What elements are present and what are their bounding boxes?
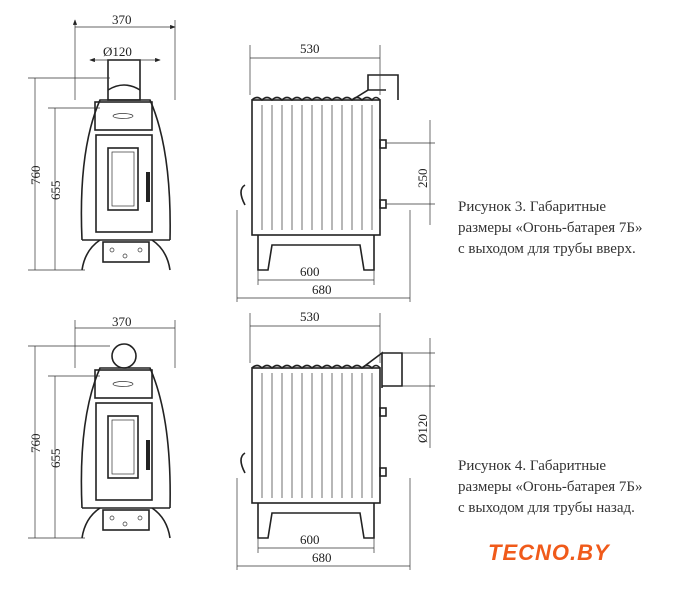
caption-line: с выходом для трубы вверх. (458, 241, 636, 257)
figure-4-front-view: 370 760 655 (28, 314, 176, 539)
dim-bolt-spacing: 250 (415, 169, 430, 189)
dim-total-depth: 680 (312, 282, 332, 297)
dim-total-height: 760 (28, 166, 43, 186)
dim-base-width: 600 (300, 532, 320, 547)
caption-line: размеры «Огонь-батарея 7Б» (458, 220, 643, 236)
dim-body-height: 655 (48, 181, 63, 201)
caption-line: Рисунок 4. Габаритные (458, 458, 606, 474)
figure-3-caption: Рисунок 3. Габаритные размеры «Огонь-бат… (458, 197, 643, 260)
dim-total-height: 760 (28, 434, 43, 454)
tecno-by-logo: TECNO.BY (488, 540, 610, 565)
dim-pipe-diameter: Ø120 (415, 414, 430, 443)
dim-top-width: 530 (300, 309, 320, 324)
dim-total-depth: 680 (312, 550, 332, 565)
dim-body-height: 655 (48, 449, 63, 469)
figure-4-side-view: 530 Ø120 600 680 (236, 309, 435, 570)
figure-4-caption: Рисунок 4. Габаритные размеры «Огонь-бат… (458, 456, 643, 519)
caption-line: с выходом для трубы назад. (458, 500, 635, 516)
dim-front-width: 370 (112, 12, 132, 27)
figure-3-side-view: 530 250 600 680 (236, 41, 435, 302)
dim-front-width: 370 (112, 314, 132, 329)
caption-line: Рисунок 3. Габаритные (458, 199, 606, 215)
dim-top-width: 530 (300, 41, 320, 56)
figure-3-front-view: 370 Ø120 760 655 (28, 12, 175, 271)
caption-line: размеры «Огонь-батарея 7Б» (458, 479, 643, 495)
dim-base-width: 600 (300, 264, 320, 279)
dim-pipe-diameter: Ø120 (103, 44, 132, 59)
